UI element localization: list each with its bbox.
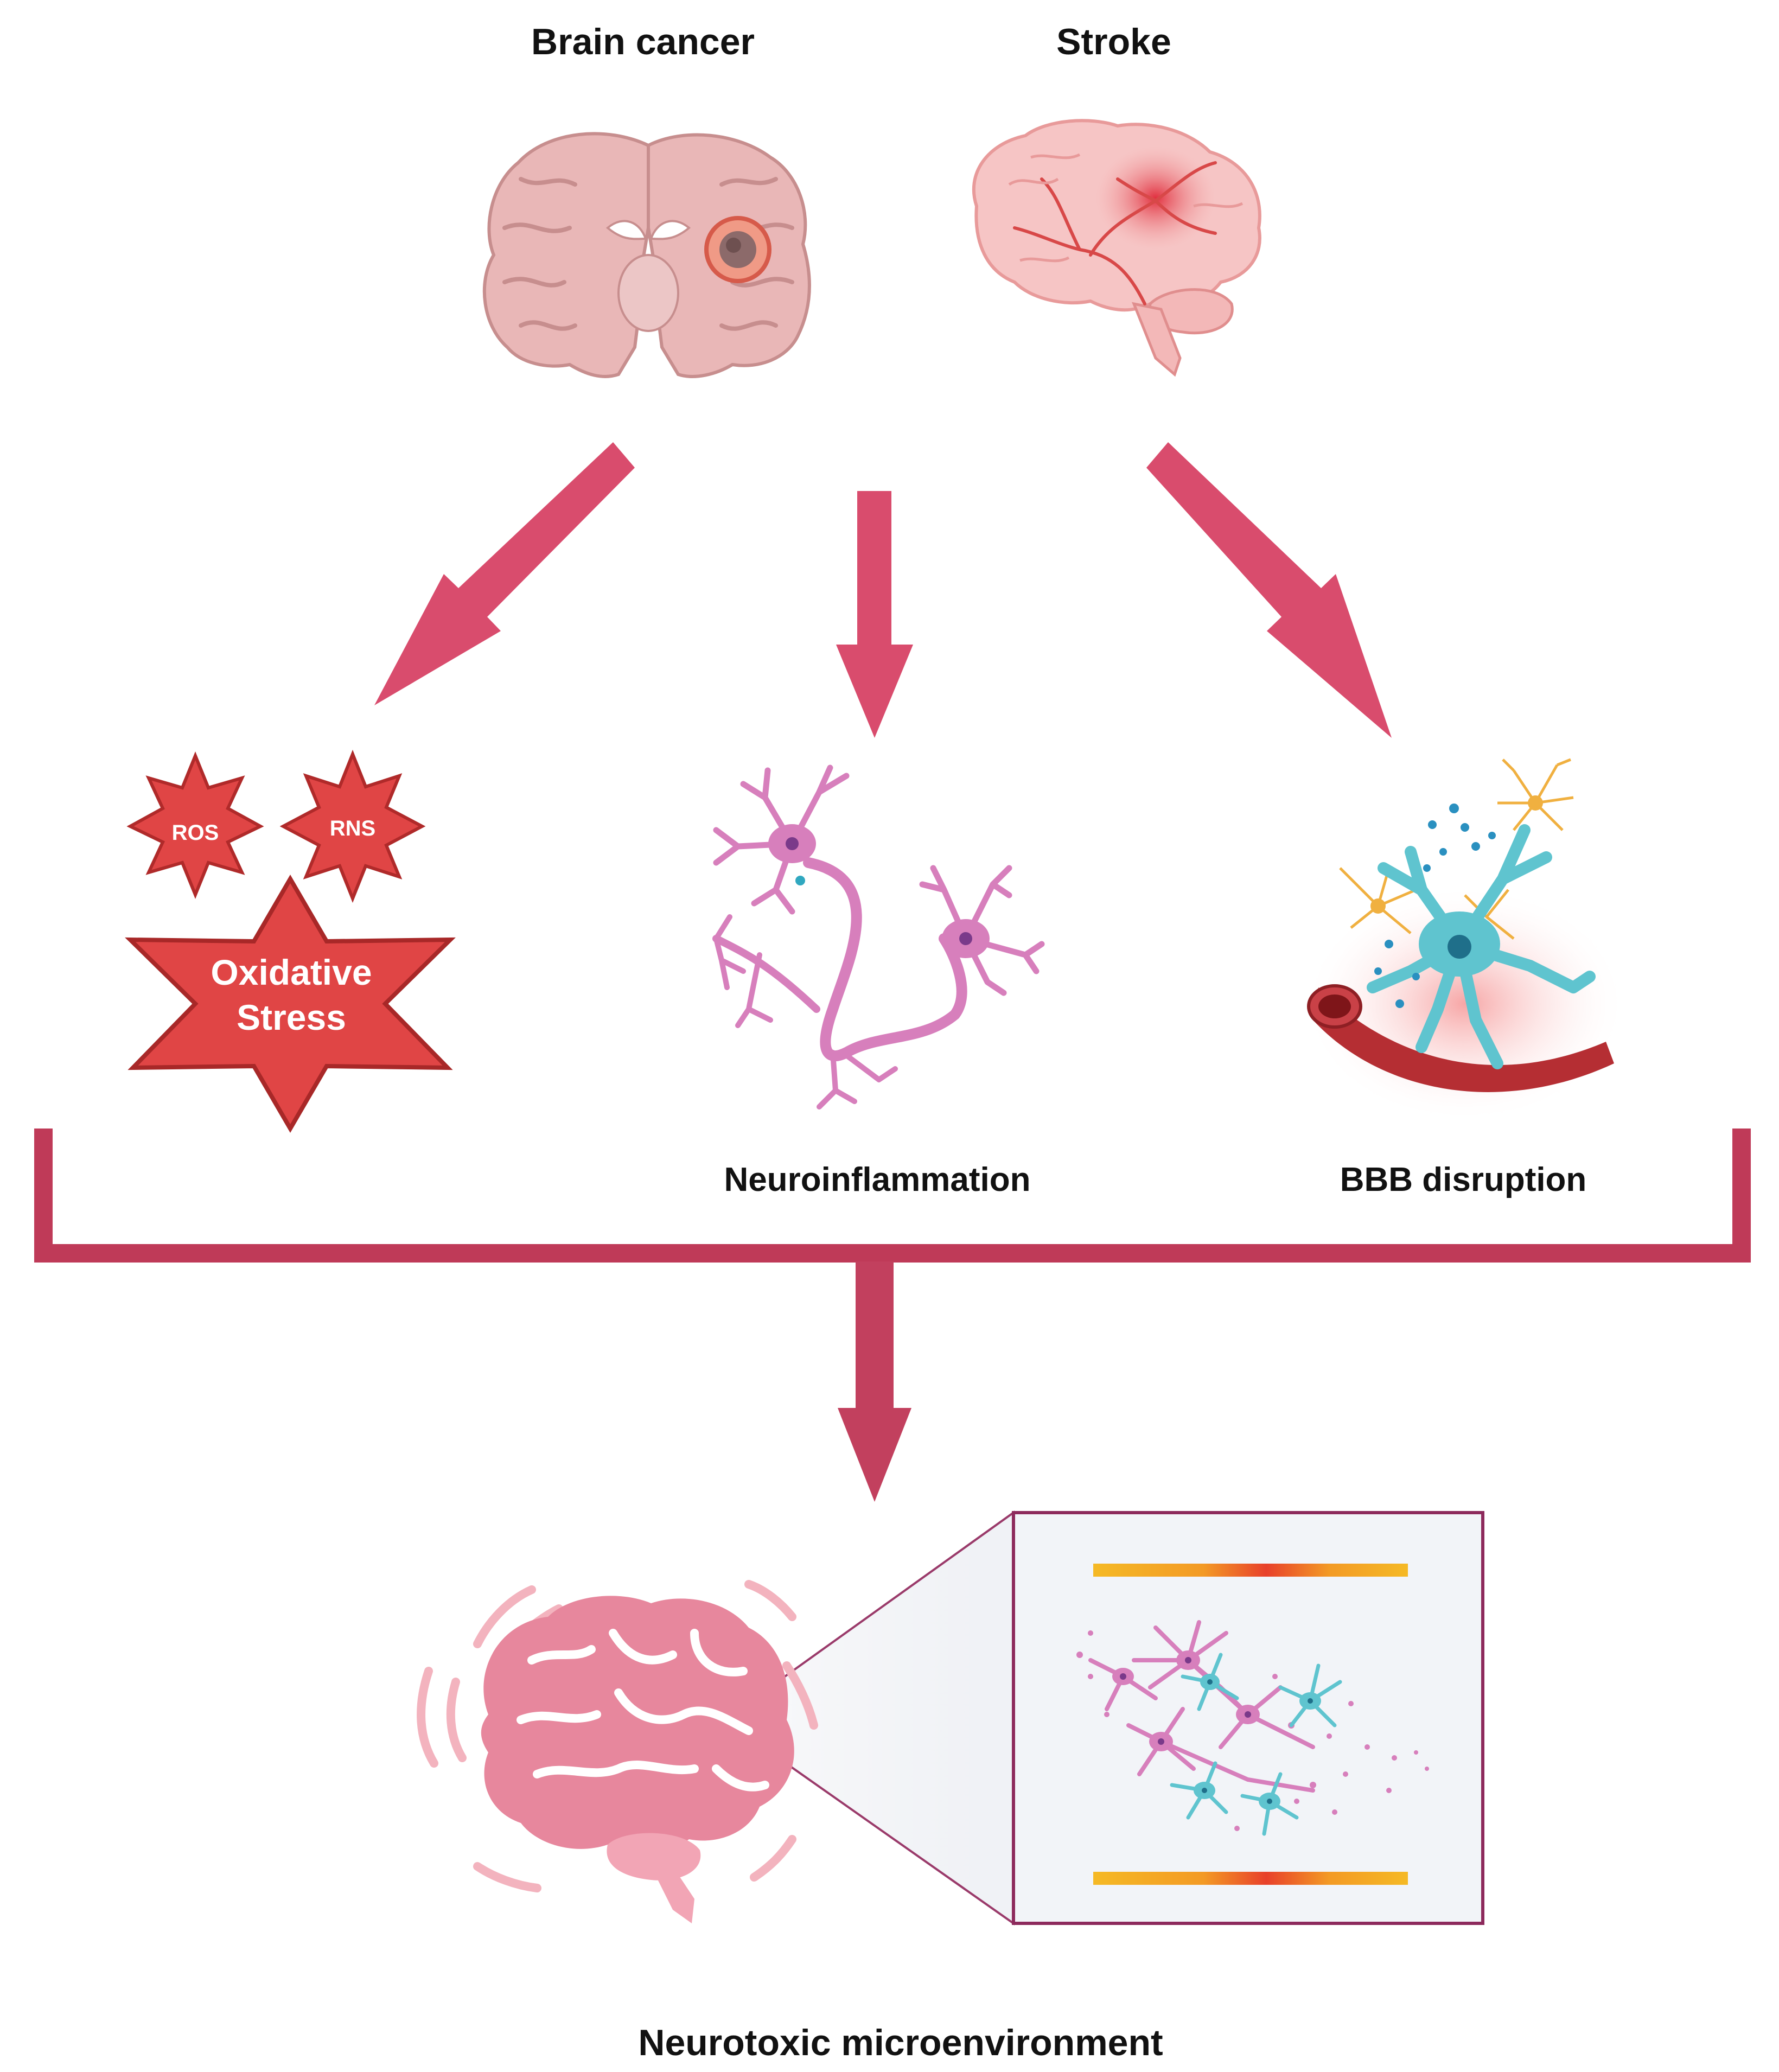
brain-cancer-label: Brain cancer: [531, 21, 755, 62]
neuron-pair-icon: [712, 764, 1045, 1110]
blood-brain-barrier-icon: [1302, 758, 1628, 1123]
arrow-to-neuroinflammation: [836, 491, 913, 738]
neurotoxic-microenvironment-label: Neurotoxic microenvironment: [638, 2022, 1163, 2063]
oxidative-stress-star: Oxidative Stress: [125, 875, 456, 1133]
arrow-to-oxidative-stress: [374, 442, 635, 705]
microenvironment-zoom-panel: [1012, 1511, 1484, 1925]
brain-stroke-icon: [972, 119, 1261, 377]
rns-star: RNS: [279, 749, 426, 903]
convergence-bracket: [34, 1129, 1751, 1263]
ros-star: ROS: [126, 751, 264, 899]
bottom-barrier-bar: [1093, 1872, 1408, 1885]
stroke-label: Stroke: [1056, 21, 1171, 62]
coronal-brain-tumor-icon: [482, 132, 811, 378]
top-barrier-bar: [1093, 1564, 1408, 1577]
oxidative-stress-line2: Stress: [237, 997, 346, 1037]
bbb-disruption-label: BBB disruption: [1340, 1161, 1587, 1198]
neuroinflammation-label: Neuroinflammation: [724, 1161, 1031, 1198]
arrow-to-neurotoxic-microenvironment: [838, 1261, 911, 1502]
oxidative-stress-line1: Oxidative: [211, 952, 372, 992]
ros-label: ROS: [172, 821, 219, 845]
brain-icon: [417, 1580, 818, 1923]
arrow-to-bbb-disruption: [1146, 442, 1392, 738]
rns-label: RNS: [330, 817, 375, 840]
